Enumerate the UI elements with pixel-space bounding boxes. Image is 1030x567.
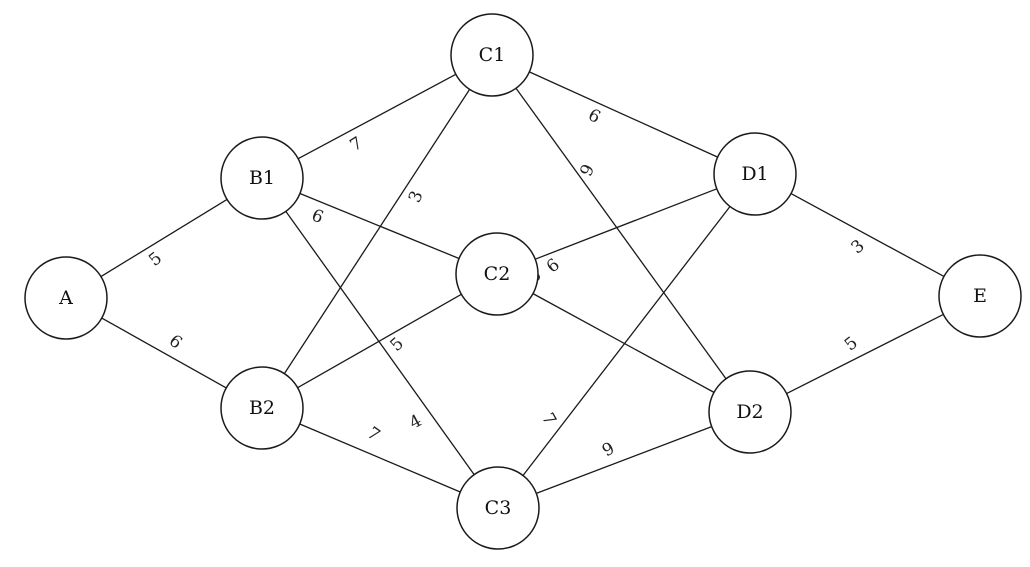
edge-A-B1	[100, 198, 228, 278]
edge-D2-E	[786, 313, 944, 395]
edge-C2-D2	[532, 293, 715, 393]
node-c2: C2	[455, 232, 539, 316]
edge-weight-B2-C3: 7	[363, 423, 383, 446]
node-b1: B1	[220, 136, 304, 220]
edge-weight-B1-C2: 6	[309, 206, 327, 229]
edge-B1-C2	[299, 192, 460, 260]
edge-A-B2	[101, 317, 227, 389]
edge-C3-D1	[522, 206, 731, 476]
node-label: A	[58, 287, 73, 309]
node-c3: C3	[456, 466, 540, 550]
edge-weight-C1-D1: 6	[585, 105, 604, 128]
edge-C1-D1	[529, 71, 718, 158]
edge-B2-C3	[299, 423, 461, 493]
edge-weight-B2-C1: 3	[405, 188, 428, 206]
node-circle	[220, 366, 304, 450]
node-label: C1	[479, 44, 506, 66]
node-circle	[708, 370, 792, 454]
edge-C2-D1	[534, 188, 718, 260]
edge-weight-D2-E: 5	[841, 333, 862, 355]
node-circle	[450, 13, 534, 97]
edge-B2-C2	[297, 293, 462, 389]
edge-C3-D2	[536, 425, 712, 495]
edge-weight-D1-E: 3	[848, 236, 869, 258]
edge-layer	[100, 71, 945, 495]
edge-weight-C3-D1: 7	[537, 410, 560, 429]
node-label: B1	[249, 167, 275, 189]
node-label: E	[973, 285, 987, 307]
node-circle	[713, 132, 797, 216]
edge-C1-D2	[515, 87, 727, 380]
edge-weight-C3-D2: 9	[599, 438, 618, 461]
edge-weight-A-B2: 6	[165, 331, 186, 353]
node-circle	[24, 256, 108, 340]
edge-B2-C1	[283, 88, 471, 375]
edge-weight-B2-C2: 5	[386, 334, 407, 356]
node-e: E	[938, 254, 1022, 338]
node-circle	[220, 136, 304, 220]
node-label: B2	[249, 397, 275, 419]
node-label: C3	[485, 497, 512, 519]
node-a: A	[24, 256, 108, 340]
edge-weight-A-B1: 5	[145, 248, 166, 270]
node-circle	[455, 232, 539, 316]
node-d2: D2	[708, 370, 792, 454]
node-circle	[938, 254, 1022, 338]
node-label: D2	[736, 401, 763, 423]
node-d1: D1	[713, 132, 797, 216]
node-c1: C1	[450, 13, 534, 97]
node-b2: B2	[220, 366, 304, 450]
node-circle	[456, 466, 540, 550]
node-label: D1	[741, 163, 768, 185]
edge-B1-C3	[285, 210, 475, 476]
edge-B1-C1	[297, 73, 457, 160]
edge-weight-B1-C3: 4	[406, 411, 425, 434]
edge-D1-E	[790, 192, 945, 278]
edge-weight-C2-D1: 6	[543, 255, 564, 277]
node-label: C2	[484, 263, 511, 285]
edge-weight-B1-C1: 7	[347, 133, 367, 156]
